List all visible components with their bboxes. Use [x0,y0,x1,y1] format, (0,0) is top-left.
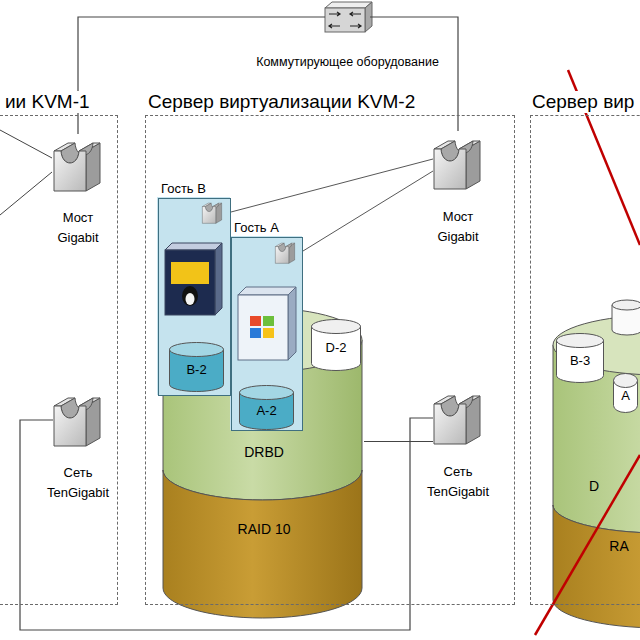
windows-os-icon [238,287,296,360]
network-link [303,171,433,251]
storage-layer: RA [601,531,637,561]
node-label: Гость B [161,181,206,197]
network-icon [54,398,100,446]
network-icon [434,396,480,444]
storage-layer: D [581,471,607,501]
node-label: Сеть TenGigabit [43,463,113,503]
uplink-wire [0,130,52,215]
guest-vm-box: Гость AA-2 [231,237,303,431]
disk-cylinder: A [613,373,638,413]
cylinder-top [240,386,294,400]
server-box: ии KVM-1Мост GigabitСеть TenGigabit [0,115,118,605]
node-label: ии KVM-1 [3,91,92,113]
network-link [370,17,458,131]
network-link [364,441,433,442]
server-box: Сервер виртуализации KVM-2Гость BB-2Гост… [145,115,515,605]
node-label: RA [609,538,628,554]
windows-os-icon [238,295,288,360]
windows-os-icon [288,287,296,360]
cylinder-top [170,343,224,357]
guest-background [157,197,230,395]
windows-os-icon [250,316,261,326]
switch-node: Коммутирующее оборудование [325,2,370,32]
node-label: A [621,388,630,404]
network-link [231,159,433,212]
windows-os-icon [238,287,296,295]
node-label: Мост Gigabit [423,207,493,247]
node-label: RAID 10 [238,521,291,537]
failed-storage-cylinder [553,300,640,628]
disk-cylinder: B-2 [169,342,224,392]
network-link [20,418,433,630]
guest-vm-box: Гость BB-2 [158,198,231,396]
failure-cross [535,70,640,635]
linux-os-icon [215,243,222,315]
node-label: A-2 [256,403,276,419]
storage-layer: RAID 10 [164,479,364,579]
uplink-wire [0,130,52,215]
failed-storage-cylinder [612,300,640,310]
server-box: Сервер вирB-3ADRA [530,115,640,605]
bridge-icon [202,203,221,223]
node-label: B-3 [570,353,590,369]
bridge-icon [275,243,294,263]
bridge-node: Мост Gigabit [433,131,483,195]
node-label: D [589,478,599,494]
linux-os-icon [165,250,215,315]
linux-os-icon [165,243,222,315]
node-label: Гость A [234,220,279,236]
storage-cylinder [163,470,362,618]
disk-cylinder: A-2 [239,385,294,430]
storage-layer: DRBD [164,433,364,471]
node-label: Сеть TenGigabit [423,462,493,502]
bridge-icon [434,141,480,189]
windows-os-icon [263,316,274,326]
linux-os-icon [171,262,209,284]
node-label: D-2 [326,340,347,356]
linux-os-icon [186,293,195,305]
node-label: Мост Gigabit [43,208,113,248]
disk-cylinder: B-3 [556,333,604,383]
disk-cylinder: D-2 [311,319,361,371]
linux-os-icon [165,243,222,250]
windows-os-icon [250,328,261,338]
bridge-node: Мост Gigabit [53,134,103,196]
switch-device [329,12,361,28]
node-label: Сервер вир [530,91,636,113]
guest-background [157,197,302,430]
node-label: DRBD [244,444,284,460]
cylinder-top [614,374,638,388]
node-label: Коммутирующее оборудование [256,54,439,70]
network-node: Сеть TenGigabit [53,389,103,451]
cylinder-top [312,320,361,334]
network-node: Сеть TenGigabit [433,386,483,450]
node-label: B-2 [186,362,206,378]
windows-os-icon [263,328,274,338]
guest-background [230,236,302,430]
failure-cross [535,455,640,635]
switch-device [325,2,372,32]
network-link [78,17,325,134]
linux-os-icon [182,286,198,306]
bridge-icon [54,143,100,191]
cylinder-top [557,334,604,348]
node-label: Сервер виртуализации KVM-2 [146,91,417,113]
failed-storage-cylinder [553,505,640,628]
switch-device [325,8,365,32]
switch-device [325,2,372,8]
